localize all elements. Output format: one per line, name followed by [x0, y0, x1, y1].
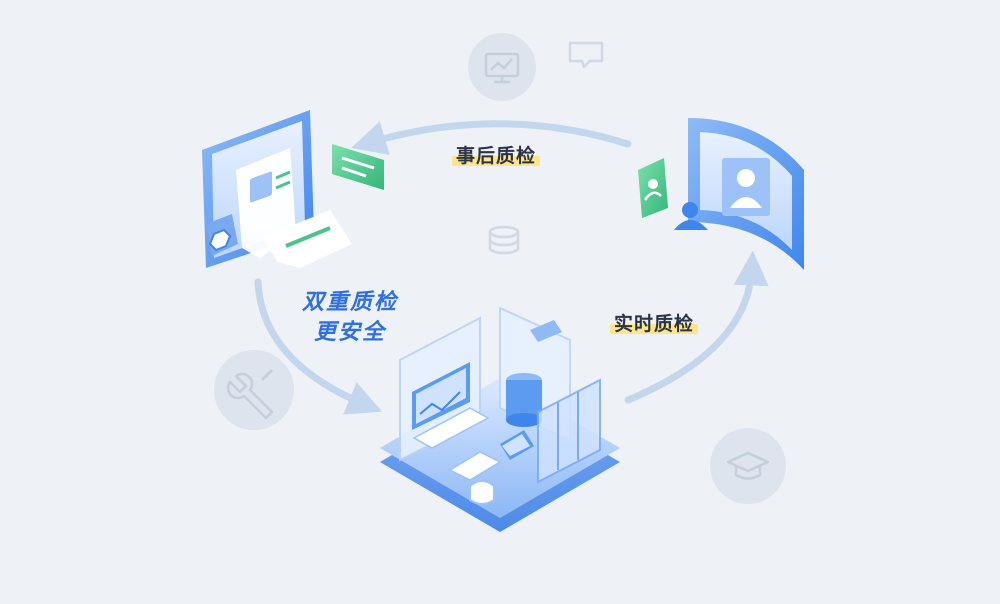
- slogan-line1: 双重质检: [301, 290, 398, 315]
- realtime-inspection-highlight: [610, 324, 699, 334]
- post-inspection-highlight: [452, 156, 541, 166]
- tools-icon: [214, 350, 294, 430]
- arrow-right: [624, 250, 769, 404]
- post-inspection-text: 事后质检: [456, 145, 537, 167]
- slogan-line2: 更安全: [313, 320, 386, 345]
- realtime-inspection-label: 实时质检: [610, 309, 699, 336]
- arrow-left: [254, 278, 383, 415]
- workspace-illustration: [380, 306, 620, 532]
- chat-bubble-icon: [568, 41, 604, 69]
- database-icon: [488, 225, 520, 255]
- slogan: 双重质检 更安全: [280, 288, 420, 348]
- post-inspection-label: 事后质检: [452, 141, 541, 168]
- monitor-chart-icon: [468, 33, 536, 101]
- realtime-inspection-text: 实时质检: [614, 313, 695, 335]
- arrow-top: [351, 120, 632, 155]
- graduation-cap-icon: [710, 428, 786, 504]
- document-monitor-illustration: [202, 110, 384, 268]
- face-recognition-illustration: [638, 118, 804, 270]
